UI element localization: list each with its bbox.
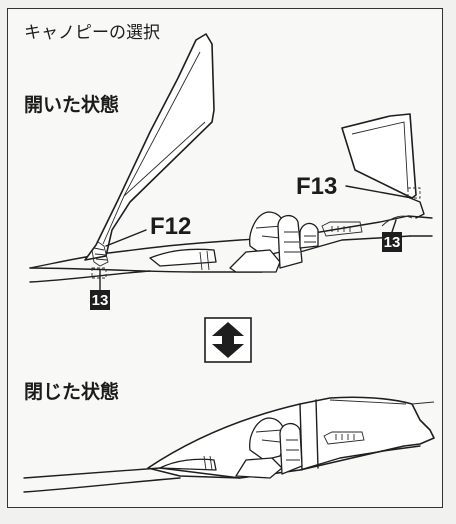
open-state-label: 開いた状態 <box>24 93 119 116</box>
badge-13-left-text: 13 <box>92 292 109 309</box>
badge-right-leader <box>391 219 397 233</box>
badge-13-right-text: 13 <box>384 234 401 251</box>
rear-canopy-open <box>341 113 417 199</box>
closed-canopy-illustration <box>23 396 435 493</box>
front-canopy-frame-lines <box>102 51 206 245</box>
instrument-coaming <box>149 248 217 267</box>
closed-rear-console <box>323 431 365 445</box>
closed-sill <box>299 445 421 471</box>
part-label-f12: F12 <box>150 213 191 240</box>
part-label-f13: F13 <box>296 173 337 200</box>
pilot-body <box>229 249 281 273</box>
f13-leader-line <box>345 185 413 199</box>
front-hinge-dashed-box <box>91 267 107 279</box>
open-fuselage-spine <box>29 215 433 269</box>
rear-hinge-dashed-box <box>407 187 421 199</box>
badge-13-right: 13 <box>382 232 402 252</box>
closed-coaming <box>159 458 217 471</box>
up-down-arrow-icon <box>204 317 252 363</box>
closed-state-label: 閉じた状態 <box>24 380 119 403</box>
badge-13-left: 13 <box>90 290 110 310</box>
open-nose-lower <box>29 270 151 283</box>
closed-front-seat <box>279 423 303 475</box>
rear-canopy-hinge <box>409 197 425 219</box>
closed-fuselage-upper <box>23 467 241 479</box>
closed-fuselage-lower <box>23 477 181 493</box>
page-title: キャノピーの選択 <box>24 23 160 43</box>
f12-leader-line <box>105 229 147 247</box>
open-canopy-illustration <box>29 33 433 291</box>
rear-console <box>321 221 363 237</box>
front-canopy-hinge <box>91 241 109 267</box>
closed-pilot-body <box>235 457 283 479</box>
